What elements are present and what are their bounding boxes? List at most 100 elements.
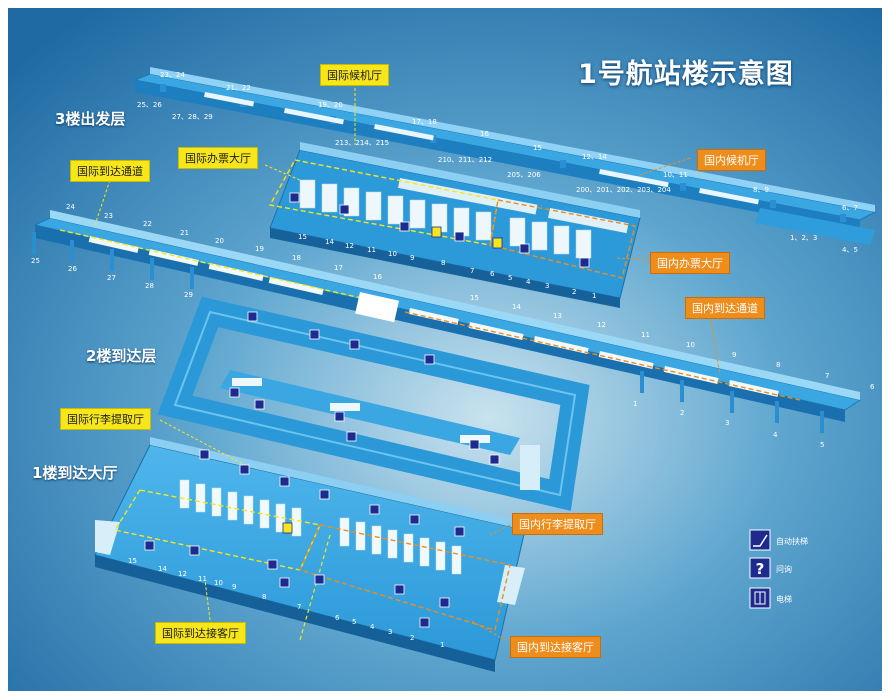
gates_upper-10: 1、2、3: [790, 234, 818, 242]
gates_mid-25: 3: [545, 282, 550, 290]
poi-markers: [144, 192, 590, 628]
gates_upper-13: 27、28、29: [172, 113, 213, 121]
gates_upper-17: 200、201、202、203、204: [576, 186, 671, 194]
svg-text:?: ?: [756, 560, 765, 578]
legend-elevator-text: 电梯: [776, 595, 792, 604]
label-intl-checkin: 国际办票大厅: [178, 147, 258, 169]
label-intl-meet: 国际到达接客厅: [155, 622, 246, 644]
gates_upper-16: 205、206: [507, 171, 541, 179]
gates_mid-8: 16: [373, 273, 382, 281]
gates_mid-19: 9: [410, 254, 415, 262]
gates_upper-9: 6、7: [842, 204, 858, 212]
gates_mid-14: 15: [298, 233, 307, 241]
gates_upper-8: 8、9: [753, 186, 769, 194]
gates_f2-2: 13: [553, 312, 562, 320]
gates_mid-0: 24: [66, 203, 75, 211]
doors_f1-9: 5: [352, 618, 357, 626]
gates_f2-9: 6: [870, 383, 875, 391]
doors_f1-6: 8: [262, 593, 267, 601]
legend: ?: [749, 529, 771, 609]
gates_mid-16: 12: [345, 242, 354, 250]
gates_f2-3: 12: [597, 321, 606, 329]
gates_upper-12: 25、26: [137, 101, 162, 109]
label-intl-arrival-corridor: 国际到达通道: [70, 160, 150, 182]
doors_f1-5: 9: [232, 583, 237, 591]
checkin-hall: [268, 142, 641, 308]
upper-gate-pier: [133, 67, 877, 245]
gates_upper-15: 210、211、212: [438, 156, 493, 164]
floor-3-label: 3楼出发层: [55, 110, 126, 128]
gates_f2-4: 11: [641, 331, 650, 339]
label-dom-arrival-corridor: 国内到达通道: [685, 297, 765, 319]
floor-2-label: 2楼到达层: [86, 347, 157, 365]
gates_mid-12: 28: [145, 282, 154, 290]
level1-hall: [94, 437, 526, 672]
gates_mid-26: 2: [572, 288, 577, 296]
doors_f1-10: 4: [370, 623, 375, 631]
floor-1-label: 1楼到达大厅: [32, 464, 118, 482]
doors_f1-4: 10: [214, 579, 223, 587]
gates_f2-5: 10: [686, 341, 695, 349]
doors_f1-1: 14: [158, 565, 167, 573]
gates_upper-6: 12、14: [582, 153, 607, 161]
legend-info-text: 问询: [776, 565, 792, 574]
gates_mid-20: 8: [441, 259, 446, 267]
gates_mid-17: 11: [367, 246, 376, 254]
arrival-corridor-pier: [32, 210, 862, 433]
label-intl-baggage: 国际行李提取厅: [60, 408, 151, 430]
gates_upper-14: 213、214、215: [335, 139, 390, 147]
leader-lines: [94, 88, 721, 641]
gates_mid-2: 22: [143, 220, 152, 228]
gates_mid-21: 7: [470, 267, 475, 275]
gates_f2-0: 15: [470, 294, 479, 302]
gates_upper-5: 15: [533, 144, 542, 152]
gates_upper-2: 19、20: [318, 101, 343, 109]
gates_upper-3: 17、18: [412, 118, 437, 126]
doors_f1-0: 15: [128, 557, 137, 565]
gates_mid-5: 19: [255, 245, 264, 253]
label-intl-gate: 国际候机厅: [320, 64, 389, 86]
gates_mid-9: 25: [31, 257, 40, 265]
gates_f2-14: 5: [820, 441, 825, 449]
doors_f1-13: 1: [440, 641, 445, 649]
gates_mid-4: 20: [215, 237, 224, 245]
gates_f2-6: 9: [732, 351, 737, 359]
doors_f1-3: 11: [198, 575, 207, 583]
doors_f1-11: 3: [388, 628, 393, 636]
gates_mid-27: 1: [592, 292, 597, 300]
gates_mid-1: 23: [104, 212, 113, 220]
level2-ring: [157, 296, 590, 511]
gates_mid-11: 27: [107, 274, 116, 282]
label-dom-gate: 国内候机厅: [697, 149, 766, 171]
doors_f1-8: 6: [335, 614, 340, 622]
doors_f1-12: 2: [410, 634, 415, 642]
gates_mid-22: 6: [490, 270, 495, 278]
label-dom-baggage: 国内行李提取厅: [512, 513, 603, 535]
gates_f2-13: 4: [773, 431, 778, 439]
gates_mid-13: 29: [184, 291, 193, 299]
gates_upper-11: 4、5: [842, 246, 858, 254]
doors_f1-2: 12: [178, 570, 187, 578]
gates_mid-6: 18: [292, 254, 301, 262]
gates_mid-18: 10: [388, 250, 397, 258]
map-title: 1号航站楼示意图: [578, 59, 794, 90]
gates_f2-8: 7: [825, 372, 830, 380]
info-icon: [749, 557, 771, 579]
legend-escalator-text: 自动扶梯: [776, 537, 808, 546]
gates_f2-11: 2: [680, 409, 685, 417]
gates_f2-12: 3: [725, 419, 730, 427]
gates_upper-0: 23、24: [160, 71, 185, 79]
label-dom-meet: 国内到达接客厅: [510, 636, 601, 658]
gates_mid-24: 4: [526, 278, 531, 286]
gates_mid-15: 14: [325, 238, 334, 246]
escalator-icon: [749, 529, 771, 551]
gates_f2-7: 8: [776, 361, 781, 369]
gates_f2-10: 1: [633, 400, 638, 408]
gates_upper-1: 21、22: [226, 84, 251, 92]
gates_mid-23: 5: [508, 274, 513, 282]
gates_f2-1: 14: [512, 303, 521, 311]
gates_mid-10: 26: [68, 265, 77, 273]
gates_upper-4: 16: [480, 130, 489, 138]
